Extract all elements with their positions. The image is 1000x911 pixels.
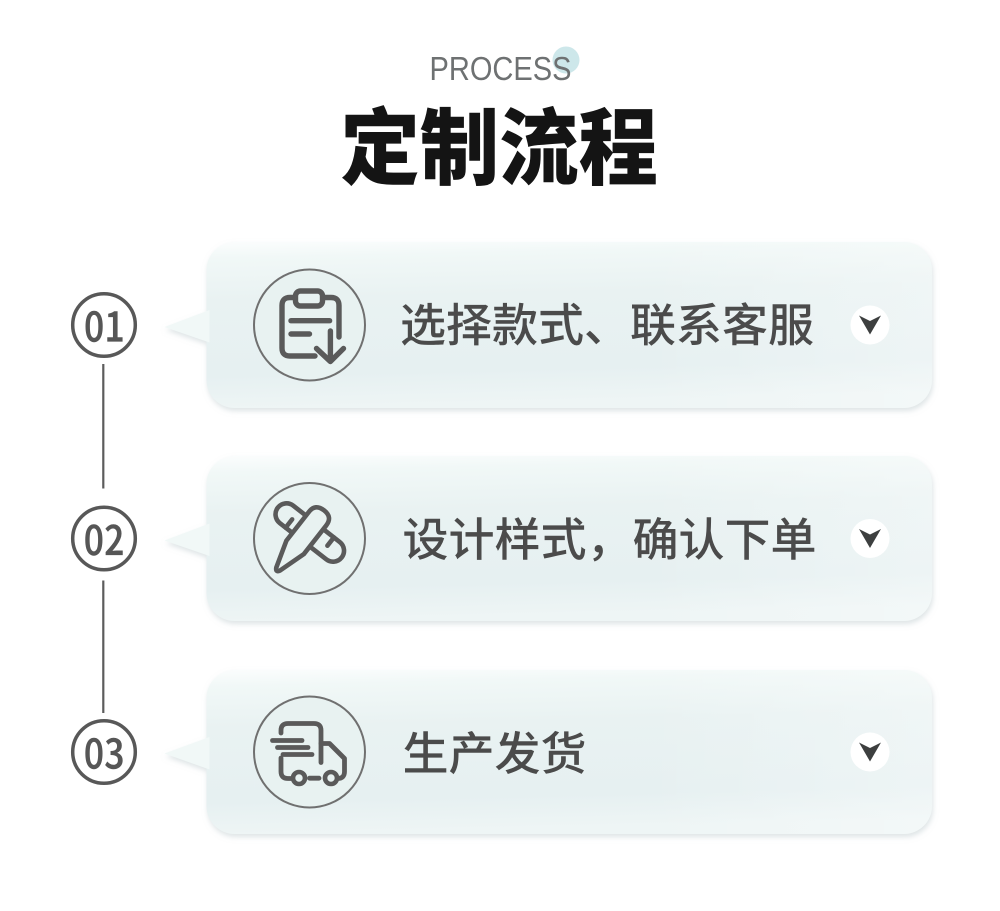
svg-text:PROCESS: PROCESS: [430, 50, 572, 87]
